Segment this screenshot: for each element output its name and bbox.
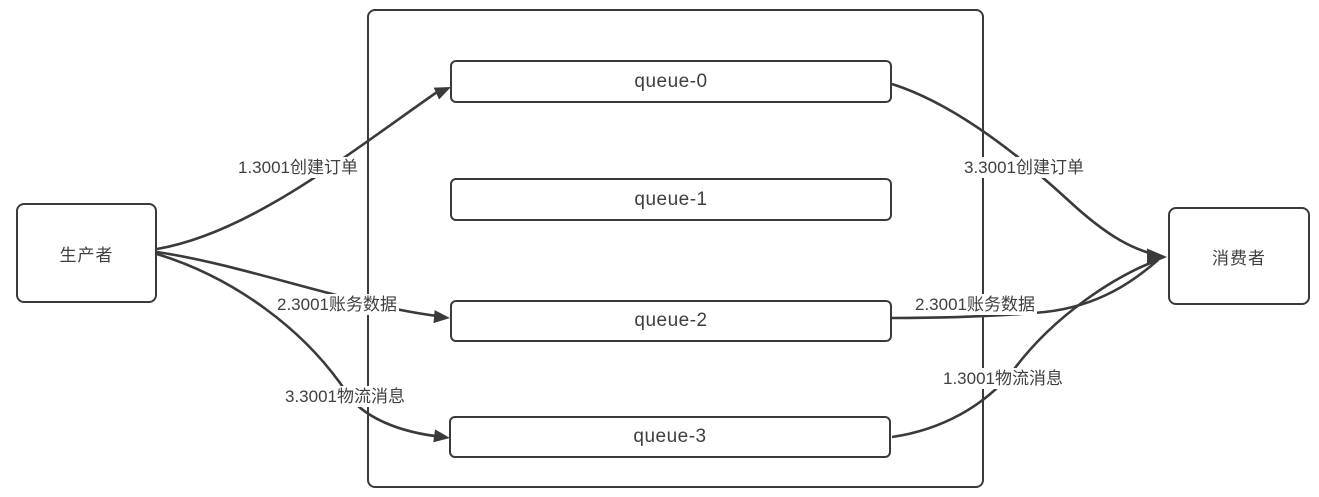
- arrowhead-queue3: [433, 429, 450, 443]
- queue-1-label: queue-1: [634, 188, 708, 210]
- queue-3-label: queue-3: [633, 426, 707, 447]
- producer-label: 生产者: [59, 245, 114, 265]
- queue-0-label: queue-0: [634, 70, 708, 92]
- edge-label-queue0-consumer: 3.3001创建订单: [962, 157, 1086, 178]
- edge-label-producer-queue0: 1.3001创建订单: [236, 157, 360, 178]
- arrowhead-queue2: [433, 310, 450, 324]
- queue-3-node[interactable]: queue-3: [449, 416, 891, 458]
- edge-queue3-to-consumer: [891, 258, 1159, 439]
- queue-0-node[interactable]: queue-0: [450, 60, 892, 103]
- edge-queue0-to-consumer: [891, 82, 1161, 258]
- arrowhead-consumer: [1147, 248, 1167, 266]
- edge-label-producer-queue3: 3.3001物流消息: [283, 386, 407, 407]
- producer-node[interactable]: 生产者: [16, 203, 157, 303]
- consumer-label: 消费者: [1212, 248, 1266, 268]
- broker-container-box[interactable]: [367, 9, 984, 488]
- edge-queue2-to-consumer: [891, 259, 1159, 320]
- edge-producer-to-queue0: [156, 88, 441, 251]
- arrowhead-queue0: [433, 87, 451, 100]
- queue-1-node[interactable]: queue-1: [450, 178, 892, 221]
- edge-label-queue3-consumer: 1.3001物流消息: [941, 368, 1065, 389]
- consumer-node[interactable]: 消费者: [1168, 207, 1310, 305]
- queue-2-label: queue-2: [634, 310, 708, 331]
- edge-label-producer-queue2: 2.3001账务数据: [275, 294, 399, 315]
- edge-label-queue2-consumer: 2.3001账务数据: [913, 294, 1037, 315]
- edge-producer-to-queue3: [156, 252, 445, 439]
- edge-producer-to-queue2: [156, 250, 446, 319]
- queue-2-node[interactable]: queue-2: [450, 300, 892, 342]
